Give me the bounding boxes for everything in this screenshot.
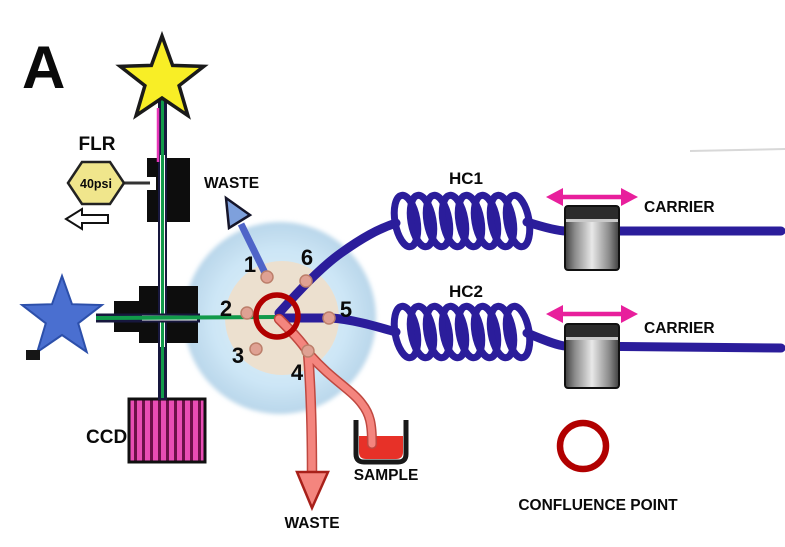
valve-port-dot-6 — [299, 274, 313, 288]
carrier-direction-arrow-1 — [546, 188, 638, 206]
syringe-outline — [564, 323, 620, 389]
coil-loop — [486, 191, 518, 251]
sample-label: SAMPLE — [354, 467, 419, 484]
valve-port-4-label: 4 — [291, 360, 304, 385]
carrier-direction-arrow-2 — [546, 305, 638, 323]
valve-ports — [240, 270, 336, 358]
coil-loop — [486, 302, 518, 362]
confluence-point-label: CONFLUENCE POINT — [518, 497, 678, 514]
waste-bottom-label: WASTE — [284, 515, 339, 532]
pressure-label: 40psi — [80, 177, 112, 191]
valve-port-dot-3 — [249, 342, 263, 356]
coil-loop — [422, 302, 454, 362]
valve-port-3-label: 3 — [232, 343, 244, 368]
pressure-hexagon — [66, 160, 126, 206]
panel-label: A — [22, 34, 65, 101]
flr-label: FLR — [79, 134, 116, 155]
sample-line — [305, 350, 376, 448]
flow-cell-inlet-notch — [147, 177, 156, 190]
syringe-cap — [565, 206, 619, 219]
hc2-label: HC2 — [449, 282, 483, 301]
coil-loop — [390, 302, 422, 362]
valve-port-6-label: 6 — [301, 245, 313, 270]
coil-loop — [470, 302, 502, 362]
sample-beaker — [353, 420, 409, 465]
syringe-band — [565, 337, 619, 340]
valve-port-5-label: 5 — [340, 297, 352, 322]
waste-line-top — [237, 222, 271, 279]
carrier-top-label: CARRIER — [644, 199, 715, 216]
cropped-mark — [26, 350, 40, 360]
coil-loop — [502, 191, 534, 251]
hc1-label: HC1 — [449, 169, 483, 188]
confluence-legend-ring — [556, 419, 610, 473]
waste-arrow-top — [224, 195, 253, 231]
blue-star-icon — [19, 273, 105, 355]
coil-loop — [470, 191, 502, 251]
syringe-outline — [564, 205, 620, 271]
arrow-head-right — [621, 188, 638, 206]
valve-port-dot-2 — [240, 306, 254, 320]
arrow-head-right — [621, 305, 638, 323]
yellow-star-icon — [115, 30, 209, 120]
valve-port-dot-4 — [301, 344, 315, 358]
coil-loop — [454, 191, 486, 251]
confluence-ring — [253, 292, 301, 340]
beaker-outline — [353, 420, 409, 465]
valve-port-dot-5 — [322, 311, 336, 325]
valve-port-dot-1 — [260, 270, 274, 284]
arrow-head-left — [546, 188, 563, 206]
waste-arrow-bottom — [295, 470, 330, 512]
flow-direction-arrow — [64, 207, 109, 231]
coil-loop — [390, 191, 422, 251]
carrier-bottom-label: CARRIER — [644, 320, 715, 337]
valve-port-2-label: 2 — [220, 296, 232, 321]
valve-port-1-label: 1 — [244, 252, 256, 277]
syringe-band — [565, 219, 619, 222]
hc1-valve-line — [274, 218, 401, 318]
holding-coil-2 — [390, 302, 534, 362]
syringe-cap — [565, 324, 619, 337]
coil-loop — [406, 302, 438, 362]
carrier-syringe-1 — [564, 205, 620, 271]
carrier-syringe-2 — [564, 323, 620, 389]
ccd-label: CCD — [86, 427, 127, 448]
ccd-box — [127, 397, 207, 464]
holding-coil-1 — [390, 191, 534, 251]
optical-path-vertical — [156, 96, 167, 400]
artifact-line — [689, 148, 785, 152]
coil-loop — [502, 302, 534, 362]
coil-loop — [422, 191, 454, 251]
waste-top-label: WASTE — [204, 175, 259, 192]
coil-loop — [406, 191, 438, 251]
coil-loop — [454, 302, 486, 362]
coil-loop — [438, 302, 470, 362]
coil-loop — [438, 191, 470, 251]
arrow-head-left — [546, 305, 563, 323]
sample-liquid — [359, 436, 403, 459]
